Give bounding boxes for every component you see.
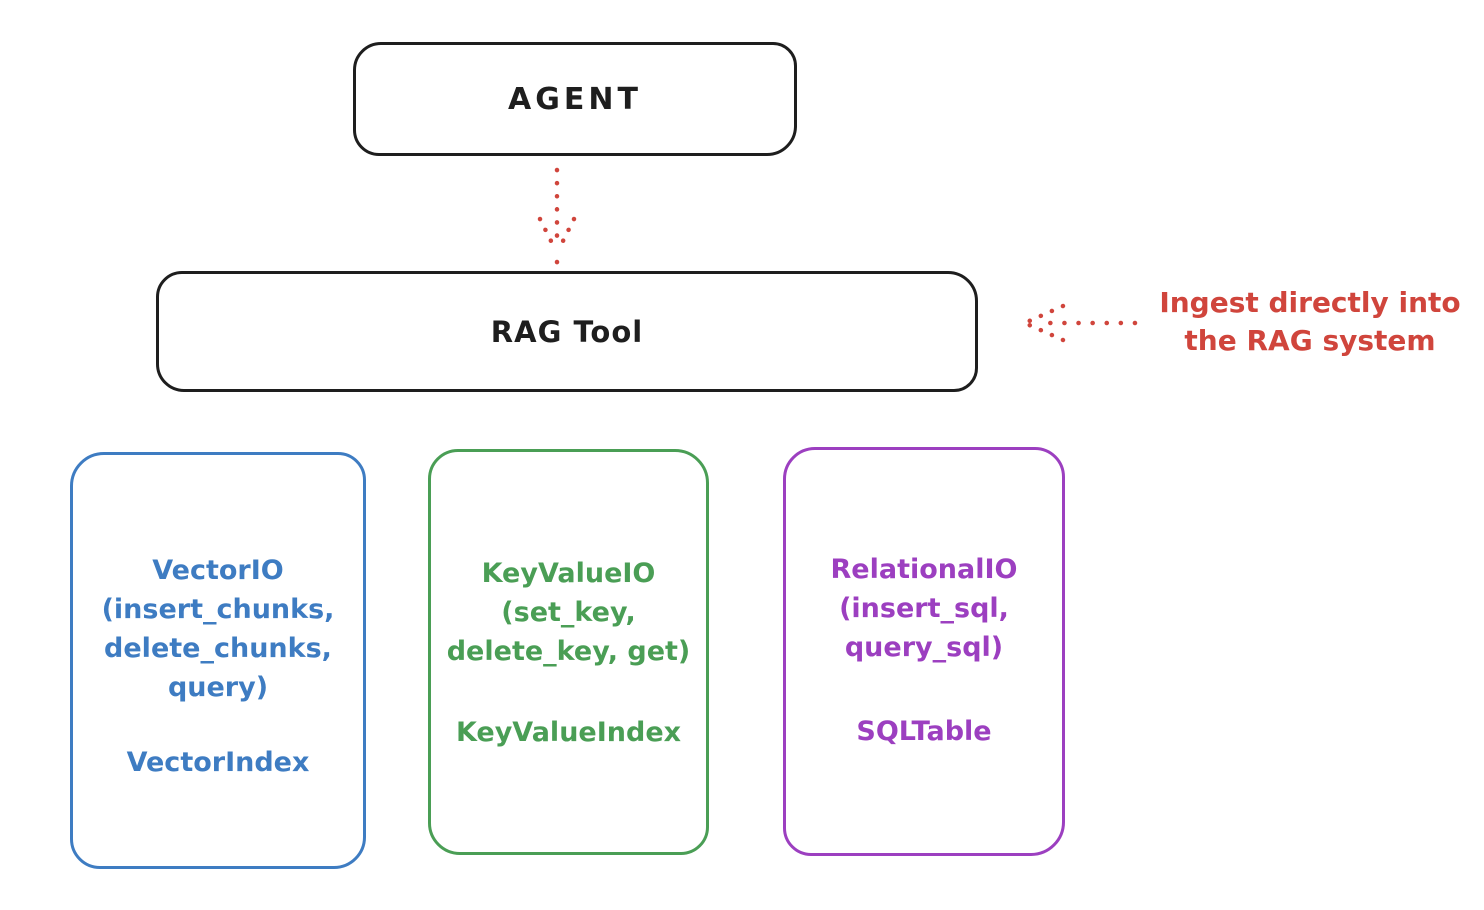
- vector-index-label: VectorIndex: [126, 747, 310, 778]
- vector-io-card: VectorIO (insert_chunks, delete_chunks, …: [70, 452, 366, 869]
- key-value-io-methods-line2: delete_key, get): [446, 636, 691, 667]
- key-value-io-card: KeyValueIO (set_key, delete_key, get) Ke…: [428, 449, 709, 855]
- vector-io-methods-line3: query): [167, 672, 269, 703]
- dotted-arrow-down-icon: [537, 167, 577, 266]
- sql-table-label: SQLTable: [856, 716, 992, 747]
- vector-io-methods-line1: (insert_chunks,: [101, 594, 335, 625]
- relational-io-methods-line1: (insert_sql,: [839, 593, 1009, 624]
- relational-io-title: RelationalIO: [830, 554, 1018, 585]
- vector-io-methods-line2: delete_chunks,: [104, 633, 332, 664]
- key-value-index-label: KeyValueIndex: [455, 717, 682, 748]
- key-value-io-methods-line1: (set_key,: [501, 597, 636, 628]
- rag-tool-node: RAG Tool: [156, 271, 978, 392]
- ingest-annotation-line1: Ingest directly into: [1159, 286, 1461, 319]
- rag-tool-label: RAG Tool: [490, 314, 644, 349]
- dotted-arrow-left-icon: [1024, 303, 1138, 343]
- agent-node: AGENT: [353, 42, 797, 156]
- relational-io-card: RelationalIO (insert_sql, query_sql) SQL…: [783, 447, 1065, 856]
- vector-io-title: VectorIO: [152, 555, 284, 586]
- ingest-annotation: Ingest directly into the RAG system: [1138, 284, 1482, 360]
- key-value-io-title: KeyValueIO: [481, 558, 656, 589]
- relational-io-methods-line2: query_sql): [844, 632, 1004, 663]
- agent-label: AGENT: [508, 81, 642, 117]
- ingest-annotation-line2: the RAG system: [1184, 324, 1436, 357]
